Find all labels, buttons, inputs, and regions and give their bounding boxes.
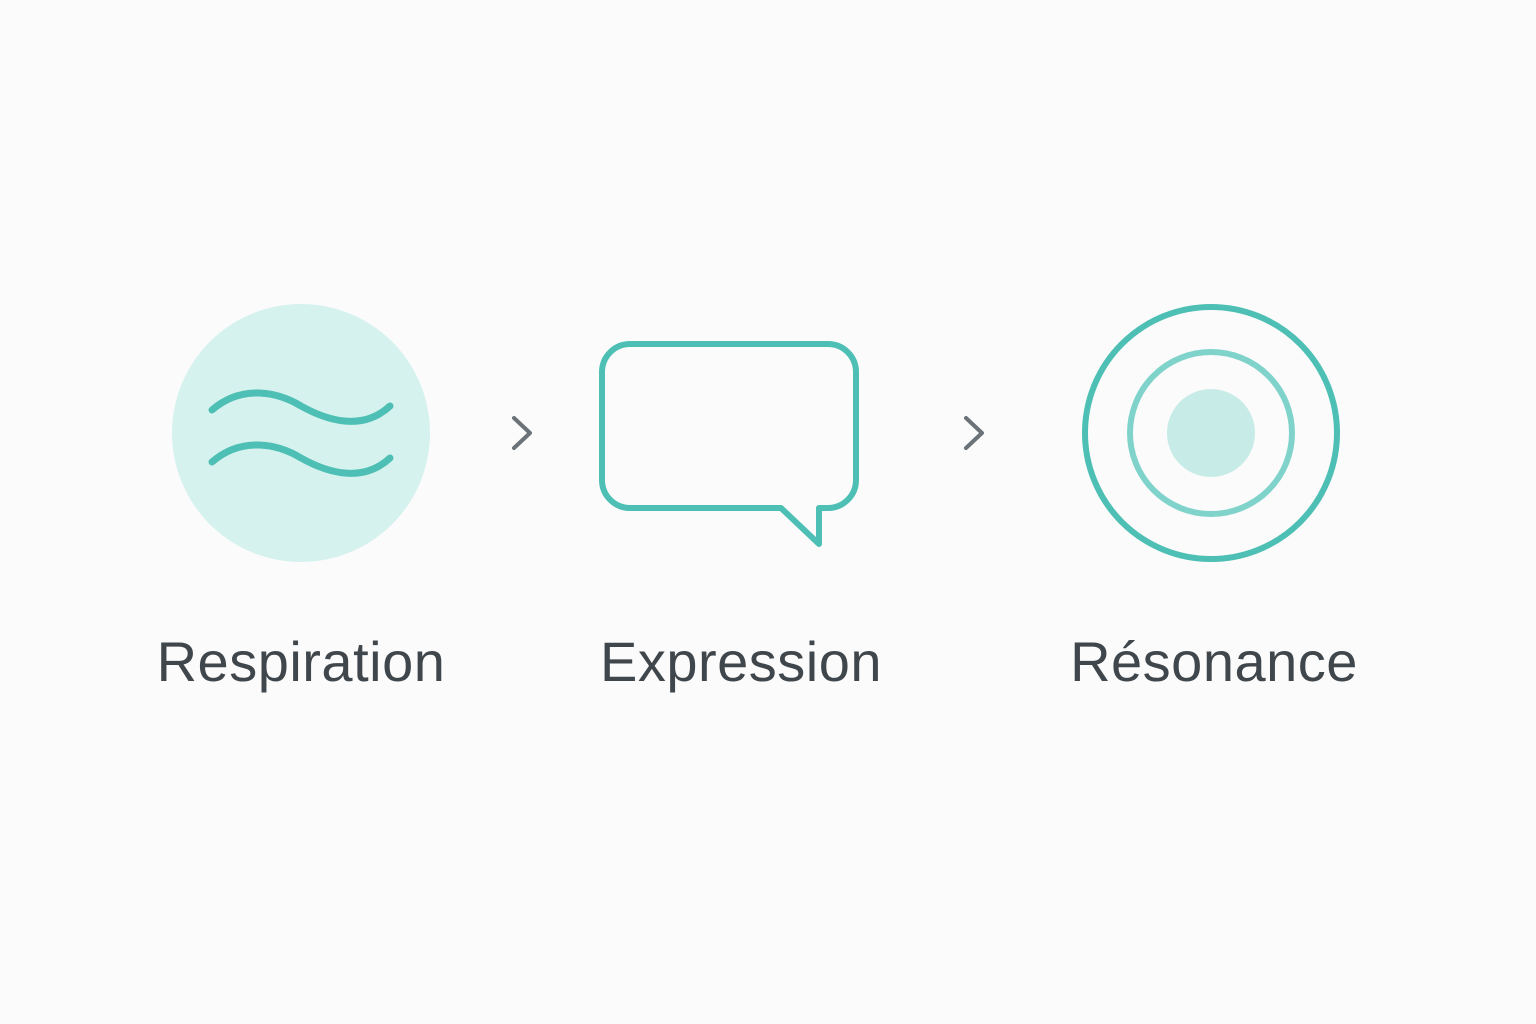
wave-line-bottom bbox=[208, 441, 394, 477]
speech-bubble-outline bbox=[599, 341, 859, 547]
inner-dot bbox=[1167, 389, 1255, 477]
step-label-expression: Expression bbox=[599, 630, 883, 693]
speech-bubble-icon bbox=[599, 341, 859, 547]
outer-ring bbox=[1082, 304, 1340, 562]
chevron-right-icon bbox=[512, 416, 532, 450]
concentric-circles-icon bbox=[1082, 304, 1340, 562]
middle-ring bbox=[1127, 349, 1295, 517]
chevron-right-icon bbox=[964, 416, 984, 450]
wave-line-top bbox=[208, 389, 394, 425]
step-label-respiration: Respiration bbox=[156, 630, 446, 693]
waves-icon-background bbox=[172, 304, 430, 562]
waves-icon bbox=[172, 304, 430, 562]
step-label-resonance: Résonance bbox=[1070, 630, 1358, 693]
